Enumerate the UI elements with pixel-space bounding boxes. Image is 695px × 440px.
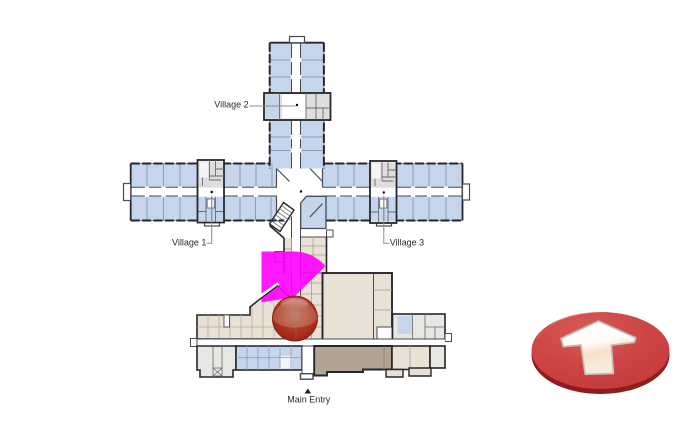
- svg-text:Main Entry: Main Entry: [287, 394, 331, 404]
- svg-text:Village 1: Village 1: [172, 238, 206, 248]
- svg-text:Village 2: Village 2: [214, 100, 248, 110]
- svg-text:Village 3: Village 3: [390, 238, 424, 248]
